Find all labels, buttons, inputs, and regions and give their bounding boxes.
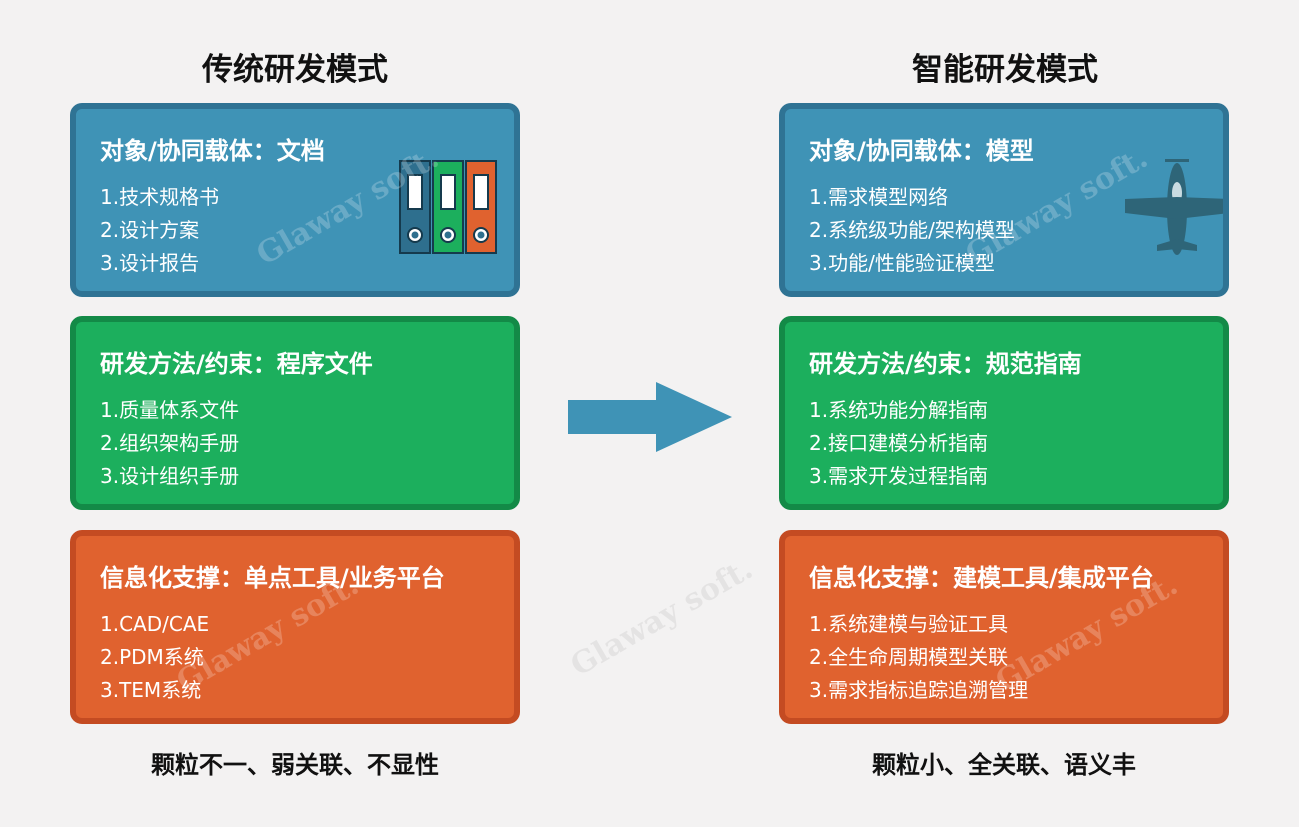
list-item: 2.系统级功能/架构模型 <box>809 218 1015 242</box>
right-card-object: 对象/协同载体：模型 1.需求模型网络 2.系统级功能/架构模型 3.功能/性能… <box>779 103 1229 297</box>
right-card-it-support: 信息化支撑：建模工具/集成平台 1.系统建模与验证工具 2.全生命周期模型关联 … <box>779 530 1229 724</box>
card-heading: 信息化支撑：单点工具/业务平台 <box>100 564 445 592</box>
card-item-list: 1.系统建模与验证工具 2.全生命周期模型关联 3.需求指标追踪追溯管理 <box>809 608 1028 707</box>
list-item: 1.技术规格书 <box>100 185 220 209</box>
list-item: 3.设计报告 <box>100 251 200 275</box>
list-item: 2.全生命周期模型关联 <box>809 645 1009 669</box>
list-item: 2.PDM系统 <box>100 645 204 669</box>
list-item: 2.接口建模分析指南 <box>809 431 989 455</box>
card-item-list: 1.技术规格书 2.设计方案 3.设计报告 <box>100 181 219 280</box>
list-item: 3.设计组织手册 <box>100 464 240 488</box>
list-item: 3.需求开发过程指南 <box>809 464 989 488</box>
list-item: 2.设计方案 <box>100 218 200 242</box>
binders-icon <box>399 160 497 254</box>
card-heading: 信息化支撑：建模工具/集成平台 <box>809 564 1154 592</box>
list-item: 3.TEM系统 <box>100 678 202 702</box>
right-column-title: 智能研发模式 <box>912 52 1098 88</box>
list-item: 1.质量体系文件 <box>100 398 240 422</box>
card-item-list: 1.CAD/CAE 2.PDM系统 3.TEM系统 <box>100 608 209 707</box>
list-item: 3.需求指标追踪追溯管理 <box>809 678 1029 702</box>
list-item: 2.组织架构手册 <box>100 431 240 455</box>
card-heading: 对象/协同载体：文档 <box>100 137 325 165</box>
left-card-object: 对象/协同载体：文档 1.技术规格书 2.设计方案 3.设计报告 Glaway … <box>70 103 520 297</box>
left-column-title: 传统研发模式 <box>202 52 388 88</box>
card-item-list: 1.质量体系文件 2.组织架构手册 3.设计组织手册 <box>100 394 239 493</box>
card-item-list: 1.系统功能分解指南 2.接口建模分析指南 3.需求开发过程指南 <box>809 394 988 493</box>
airplane-icon <box>1125 159 1223 255</box>
watermark: Glaway soft. <box>564 551 759 684</box>
list-item: 1.需求模型网络 <box>809 185 949 209</box>
list-item: 1.CAD/CAE <box>100 612 210 636</box>
list-item: 1.系统建模与验证工具 <box>809 612 1009 636</box>
list-item: 1.系统功能分解指南 <box>809 398 989 422</box>
right-card-method: 研发方法/约束：规范指南 1.系统功能分解指南 2.接口建模分析指南 3.需求开… <box>779 316 1229 510</box>
card-heading: 研发方法/约束：程序文件 <box>100 350 373 378</box>
card-heading: 对象/协同载体：模型 <box>809 137 1034 165</box>
right-summary: 颗粒小、全关联、语义丰 <box>872 751 1136 779</box>
left-card-it-support: 信息化支撑：单点工具/业务平台 1.CAD/CAE 2.PDM系统 3.TEM系… <box>70 530 520 724</box>
left-summary: 颗粒不一、弱关联、不显性 <box>151 751 439 779</box>
left-card-method: 研发方法/约束：程序文件 1.质量体系文件 2.组织架构手册 3.设计组织手册 <box>70 316 520 510</box>
list-item: 3.功能/性能验证模型 <box>809 251 995 275</box>
card-item-list: 1.需求模型网络 2.系统级功能/架构模型 3.功能/性能验证模型 <box>809 181 1015 280</box>
card-heading: 研发方法/约束：规范指南 <box>809 350 1082 378</box>
right-arrow-icon <box>568 382 732 452</box>
